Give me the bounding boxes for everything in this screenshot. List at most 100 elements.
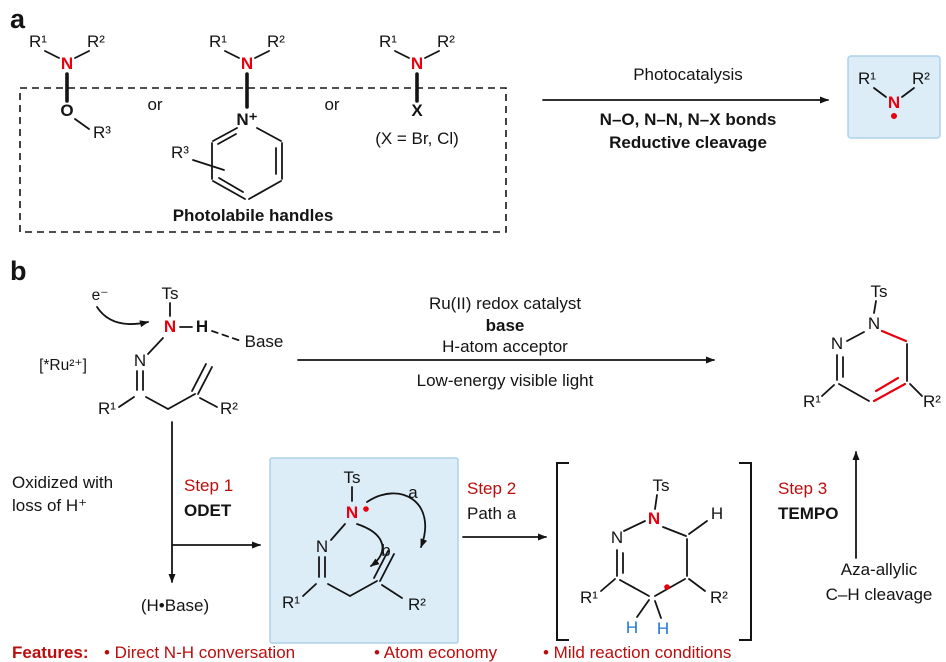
r1-label: R¹: [209, 32, 227, 51]
azaallylic-hydrogen-right: H: [657, 619, 669, 638]
panel-b: b e⁻ Ts N H Base [*Ru²⁺]: [10, 256, 941, 644]
step1-label: Step 1: [184, 476, 233, 495]
structure-n-halide-bonds: [394, 50, 440, 103]
substrate-hydrazone: e⁻ Ts N H Base [*Ru²⁺] N R¹: [39, 284, 283, 418]
highlight-box: [269, 457, 459, 644]
product-bonds: [873, 87, 915, 98]
nitrogen-radical-intermediate: Ts N a b N R¹ R²: [269, 457, 459, 644]
ring-nitrogen-2: N: [831, 334, 843, 353]
path-a-text: Path a: [467, 504, 517, 523]
curved-arrow-path-a: [366, 492, 428, 548]
r2-label: R²: [220, 399, 238, 418]
highlight-box: [847, 55, 941, 139]
condition-h-acceptor: H-atom acceptor: [442, 337, 568, 356]
odet-label: ODET: [184, 501, 232, 520]
electron-label: e⁻: [92, 287, 109, 304]
cyclized-radical-intermediate: Ts N H N R¹ R² H H: [556, 462, 752, 641]
ring-nitrogen-1: N: [648, 509, 660, 528]
condition-visible-light: Low-energy visible light: [417, 371, 594, 390]
features-row: Features: • Direct N-H conversation • At…: [12, 643, 731, 662]
r2-label: R²: [437, 32, 455, 51]
r1-label: R¹: [282, 593, 300, 612]
pyridinium-nitrogen-atom: N⁺: [236, 110, 257, 129]
radical-dot: [891, 113, 897, 119]
panel-b-label: b: [10, 256, 27, 286]
product-ring-bonds: [821, 300, 923, 403]
cleavage-text-line2: C–H cleavage: [826, 585, 933, 604]
reaction-arrow-a: Photocatalysis N–O, N–N, N–X bonds Reduc…: [542, 65, 829, 152]
r2-label: R²: [912, 69, 930, 88]
panel-a: a Photolabile handles R¹ R² N O R³ or: [10, 4, 941, 233]
structure-pyridinium-handle: R¹ R² N N⁺ R³: [171, 32, 285, 200]
step2-arrow: Step 2 Path a: [462, 479, 547, 541]
nitrogen-radical-atom: N: [888, 93, 900, 112]
structure-n-halide-handle: R¹ R² N X (X = Br, Cl): [375, 32, 459, 148]
reaction-arrow-b: Ru(II) redox catalyst base H-atom accept…: [297, 294, 715, 390]
r2-label: R²: [923, 392, 941, 411]
condition-base: base: [486, 316, 525, 335]
feature-item-3: • Mild reaction conditions: [543, 643, 731, 662]
or-separator-2: or: [324, 95, 339, 114]
tosyl-label: Ts: [653, 476, 670, 495]
step3-arrow: Step 3 TEMPO Aza-allylic C–H cleavage: [778, 451, 933, 604]
imine-nitrogen-atom: N: [134, 351, 146, 370]
substrate-bonds: [118, 302, 242, 410]
structure-n-o-handle: R¹ R² N O R³: [29, 32, 111, 142]
tosyl-label: Ts: [871, 282, 888, 301]
h-base-byproduct: (H•Base): [141, 596, 209, 615]
path-a-label: a: [408, 483, 418, 502]
panel-a-label: a: [10, 4, 26, 34]
condition-ru-catalyst: Ru(II) redox catalyst: [429, 294, 581, 313]
tosyl-label: Ts: [344, 468, 361, 487]
r1-label: R¹: [580, 588, 598, 607]
photolabile-handles-caption: Photolabile handles: [173, 206, 334, 225]
oxidized-text-line2: loss of H⁺: [12, 496, 87, 515]
path-b-label: b: [381, 541, 390, 560]
base-label: Base: [245, 332, 284, 351]
r1-label: R¹: [858, 69, 876, 88]
ring-nitrogen-1: N: [868, 314, 880, 333]
nitrogen-atom: N: [241, 54, 253, 73]
step2-label: Step 2: [467, 479, 516, 498]
electron-transfer-arrow: [96, 306, 149, 328]
ring-nitrogen-2: N: [611, 528, 623, 547]
nh-hydrogen-atom: H: [196, 317, 208, 336]
structure-pyridinium-bonds: [192, 50, 283, 200]
intermediate-ring-bonds: [600, 494, 708, 619]
left-bracket: [556, 462, 569, 641]
r2-label: R²: [87, 32, 105, 51]
r3-label: R³: [93, 123, 111, 142]
nitrogen-atom: N: [411, 54, 423, 73]
nh-nitrogen-atom: N: [164, 317, 176, 336]
r2-label: R²: [267, 32, 285, 51]
right-bracket: [739, 462, 752, 641]
ru-catalyst-label: [*Ru²⁺]: [39, 357, 87, 374]
aminyl-radical-product: R¹ R² N: [847, 55, 941, 139]
r1-label: R¹: [29, 32, 47, 51]
imine-nitrogen-atom: N: [316, 537, 328, 556]
r1-label: R¹: [379, 32, 397, 51]
photolabile-handles-dashed-box: [19, 87, 507, 233]
tempo-label: TEMPO: [778, 504, 838, 523]
radical-dot: [363, 506, 369, 512]
or-separator-1: or: [147, 95, 162, 114]
r2-label: R²: [408, 595, 426, 614]
structure-n-o-bonds: [44, 50, 90, 130]
radical-bonds: [302, 486, 403, 599]
halide-note: (X = Br, Cl): [375, 129, 459, 148]
r1-label: R¹: [98, 399, 116, 418]
step3-label: Step 3: [778, 479, 827, 498]
halide-atom: X: [411, 101, 423, 120]
oxidized-text-line1: Oxidized with: [12, 473, 113, 492]
oxygen-atom: O: [60, 101, 73, 120]
condition-reductive-cleavage: Reductive cleavage: [609, 133, 767, 152]
r2-label: R²: [710, 588, 728, 607]
features-label: Features:: [12, 643, 89, 662]
radical-dot: [664, 584, 670, 590]
ring-hydrogen: H: [711, 504, 723, 523]
r3-label: R³: [171, 143, 189, 162]
step1-branch: Oxidized with loss of H⁺ Step 1 ODET (H•…: [12, 421, 261, 615]
azaallylic-hydrogen-left: H: [626, 618, 638, 637]
tosyl-label: Ts: [162, 284, 179, 303]
